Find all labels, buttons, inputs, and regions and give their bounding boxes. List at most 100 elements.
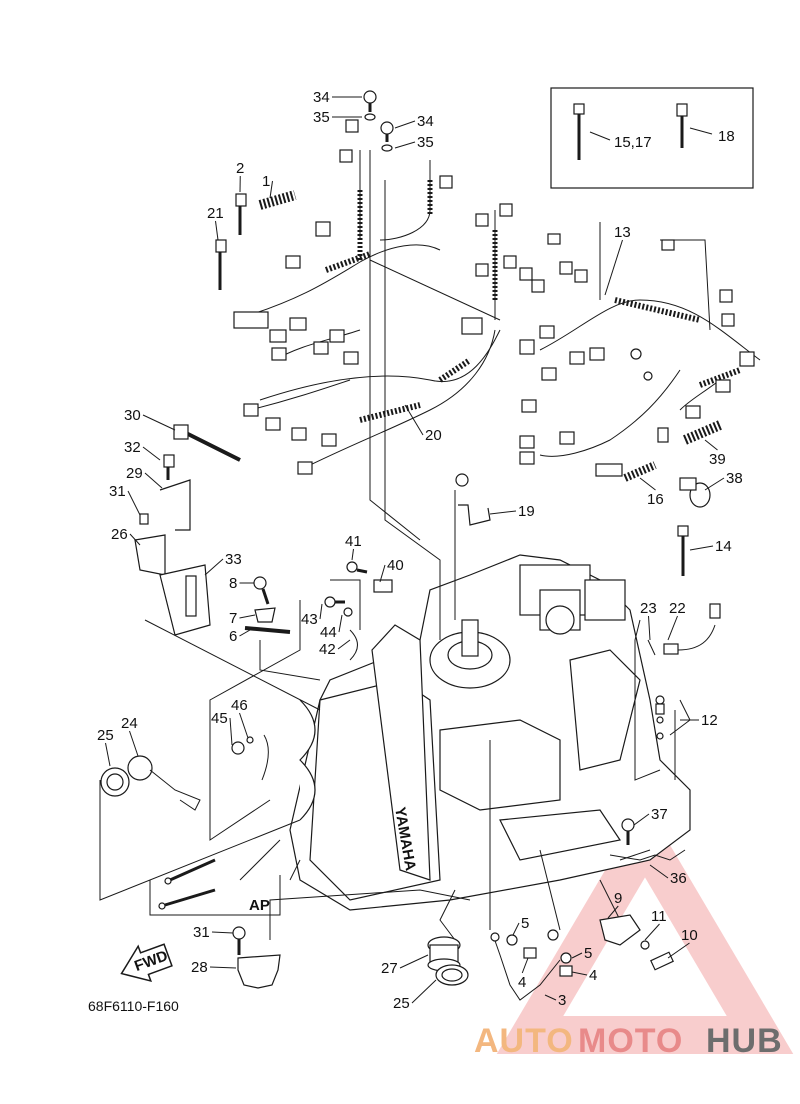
callout-9: 9 [614,890,622,907]
callout-13: 13 [614,224,631,241]
callout-leader [399,954,429,969]
wire-harness-13 [519,222,761,477]
watermark-logo: AUTO MOTO HUB [474,1022,783,1060]
callout-leader [644,923,660,941]
fwd-arrow-icon: FWD [120,943,173,983]
callout-leader [239,712,249,739]
callout-35: 35 [313,109,330,126]
callout-leader [667,942,690,959]
sensor-parts-right [647,603,721,740]
callout-leader [105,742,111,767]
callout-leader [129,533,141,546]
callout-29: 29 [126,465,143,482]
callout-16: 16 [647,491,664,508]
callout-21: 21 [207,205,224,222]
callout-43: 43 [301,611,318,628]
engine-block: YAMAHA [239,554,691,911]
ap-label: AP [249,897,270,914]
callout-31: 31 [193,924,210,941]
callout-7: 7 [229,610,237,627]
callout-leader [633,813,650,826]
callout-leader [319,603,323,620]
callout-31: 31 [109,483,126,500]
callout-leader [649,864,669,879]
callout-leader [239,629,251,637]
callout-leader [239,614,256,619]
callout-leader [667,615,678,641]
callout-33: 33 [225,551,242,568]
callout-leader [269,180,273,199]
callout-leader [351,548,354,561]
callout-4: 4 [518,974,526,991]
lower-parts [232,818,686,1001]
callout-23: 23 [640,600,657,617]
callout-38: 38 [726,470,743,487]
callout-leader [489,510,517,515]
watermark-part3: HUB [706,1022,783,1060]
wire-harness-20 [233,119,545,475]
callout-32: 32 [124,439,141,456]
callout-leader [394,120,416,129]
callout-5: 5 [521,915,529,932]
callout-leader [648,615,651,641]
bracket-assembly-left [134,424,241,636]
callout-36: 36 [670,870,687,887]
watermark-part1: AUTO [474,1022,574,1060]
watermark-part2: MOTO [578,1022,683,1060]
callout-42: 42 [319,641,336,658]
callout-37: 37 [651,806,668,823]
callout-35: 35 [417,134,434,151]
callout-41: 41 [345,533,362,550]
callout-leader [571,971,588,976]
inset-label-15-17: 15,17 [614,134,652,151]
diagram-code: 68F6110-F160 [88,998,179,1014]
callout-11: 11 [651,908,667,925]
callout-34: 34 [313,89,330,106]
clamp-tie-icon [676,103,713,148]
callout-22: 22 [669,600,686,617]
callout-leader [142,414,176,431]
callout-6: 6 [229,628,237,645]
small-fasteners-middle [244,473,491,661]
callout-leader [607,905,619,919]
callout-26: 26 [111,526,128,543]
callout-leader [404,404,424,436]
callout-leader [209,966,237,969]
callout-28: 28 [191,959,208,976]
callout-leader [394,141,416,149]
callout-14: 14 [715,538,732,555]
callout-4: 4 [589,967,597,984]
callout-leader [704,477,725,491]
callout-25: 25 [97,727,114,744]
callout-25: 25 [393,995,410,1012]
callout-8: 8 [229,575,237,592]
callout-leader [639,477,656,491]
callout-leader [229,717,233,746]
callout-leader [337,639,351,650]
ap-inset: AP [149,858,281,916]
callout-leader [704,439,718,451]
callout-19: 19 [518,503,535,520]
callout-leader [129,730,139,757]
callout-leader [142,446,161,461]
callout-leader [411,979,437,1004]
callout-27: 27 [381,960,398,977]
callout-leader [379,564,386,583]
callout-39: 39 [709,451,726,468]
callout-46: 46 [231,697,248,714]
callout-leader [604,239,623,296]
callout-leader [127,490,141,516]
callout-44: 44 [320,624,337,641]
callout-45: 45 [211,710,228,727]
callout-40: 40 [387,557,404,574]
watermark-triangle [496,802,794,1054]
left-grommets [100,734,269,811]
cable-tie-icon [573,103,611,160]
callout-5: 5 [584,945,592,962]
inset-box [550,87,754,189]
callout-leader [144,472,163,489]
callout-2: 2 [236,160,244,177]
callout-leader [571,952,583,959]
